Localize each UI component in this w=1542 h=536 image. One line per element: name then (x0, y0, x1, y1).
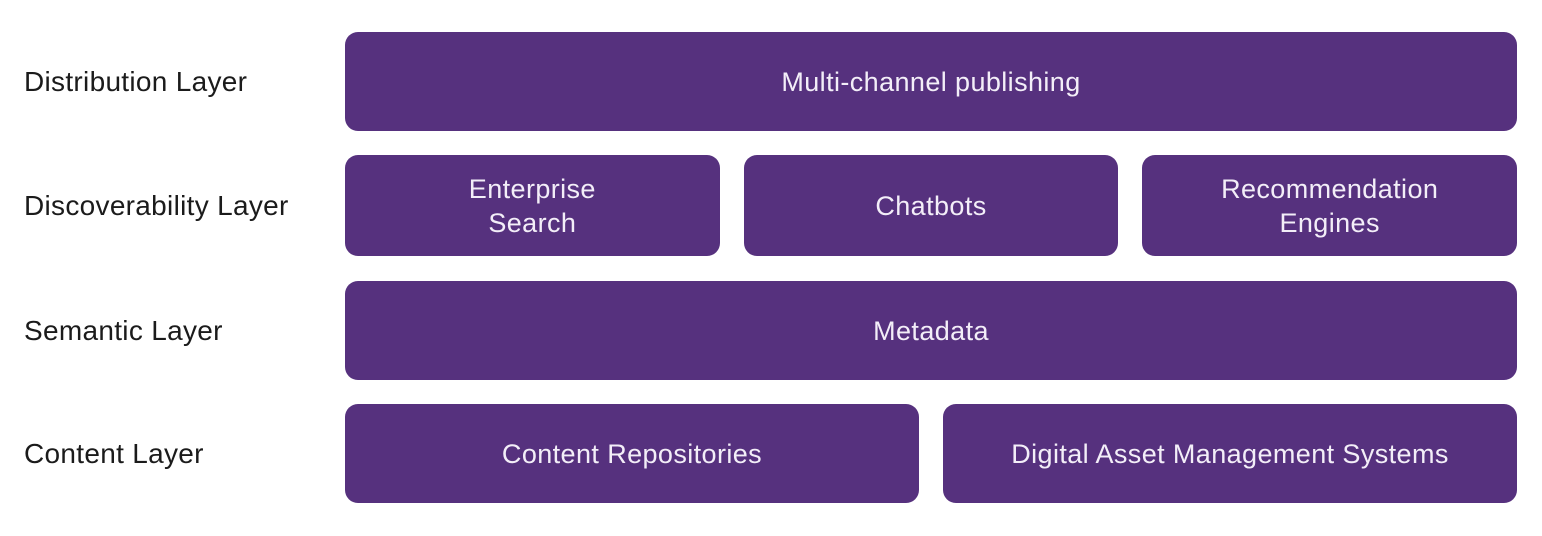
layer-row-semantic: Semantic Layer Metadata (24, 281, 1517, 380)
layer-boxes-semantic: Metadata (345, 281, 1517, 380)
layer-row-content: Content Layer Content Repositories Digit… (24, 404, 1517, 503)
box-label-content-repositories: Content Repositories (501, 438, 763, 469)
layer-boxes-content: Content Repositories Digital Asset Manag… (345, 404, 1517, 503)
box-label-metadata: Metadata (873, 315, 989, 346)
box-label-enterprise-search: Enterprise Search (468, 173, 596, 238)
layer-label-content: Content Layer (24, 437, 204, 469)
box-content-repositories: Content Repositories (345, 404, 919, 503)
box-label-digital-asset-management-systems: Digital Asset Management Systems (1011, 438, 1449, 469)
layer-row-discoverability: Discoverability Layer Enterprise Search … (24, 155, 1518, 256)
box-metadata: Metadata (345, 281, 1517, 380)
box-enterprise-search: Enterprise Search (345, 155, 720, 256)
layer-label-distribution: Distribution Layer (24, 65, 248, 97)
box-digital-asset-management-systems: Digital Asset Management Systems (943, 404, 1517, 503)
layer-label-semantic: Semantic Layer (24, 314, 223, 346)
layer-label-discoverability: Discoverability Layer (24, 189, 289, 221)
box-multi-channel-publishing: Multi-channel publishing (345, 32, 1517, 131)
box-recommendation-engines: Recommendation Engines (1142, 155, 1518, 256)
box-chatbots: Chatbots (743, 155, 1119, 256)
layer-row-distribution: Distribution Layer Multi-channel publish… (24, 32, 1517, 131)
box-label-chatbots: Chatbots (875, 190, 987, 221)
layer-boxes-distribution: Multi-channel publishing (345, 32, 1517, 131)
layer-boxes-discoverability: Enterprise Search Chatbots Recommendatio… (345, 155, 1518, 256)
box-label-multi-channel-publishing: Multi-channel publishing (781, 66, 1081, 97)
box-label-recommendation-engines: Recommendation Engines (1221, 173, 1439, 238)
